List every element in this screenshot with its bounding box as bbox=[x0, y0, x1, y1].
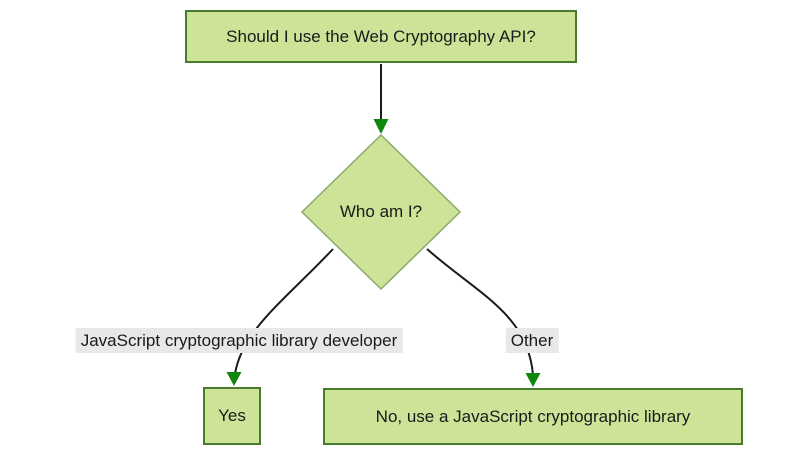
arrowhead-icon bbox=[525, 373, 541, 387]
edge-label-other: Other bbox=[505, 328, 559, 353]
node-yes-label: Yes bbox=[218, 406, 246, 425]
arrowhead-icon bbox=[373, 119, 389, 134]
node-yes: Yes bbox=[203, 387, 261, 445]
edge-decision-to-no bbox=[426, 248, 534, 376]
node-no: No, use a JavaScript cryptographic libra… bbox=[323, 388, 743, 445]
node-decision-label: Who am I? bbox=[339, 202, 423, 221]
edge-decision-to-yes bbox=[234, 248, 334, 375]
node-start-label: Should I use the Web Cryptography API? bbox=[226, 26, 536, 46]
arrowhead-icon bbox=[226, 372, 242, 386]
node-decision-shape bbox=[300, 133, 462, 291]
node-start: Should I use the Web Cryptography API? bbox=[185, 10, 577, 63]
node-no-label: No, use a JavaScript cryptographic libra… bbox=[375, 406, 691, 426]
edge-label-library-developer: JavaScript cryptographic library develop… bbox=[75, 328, 403, 353]
